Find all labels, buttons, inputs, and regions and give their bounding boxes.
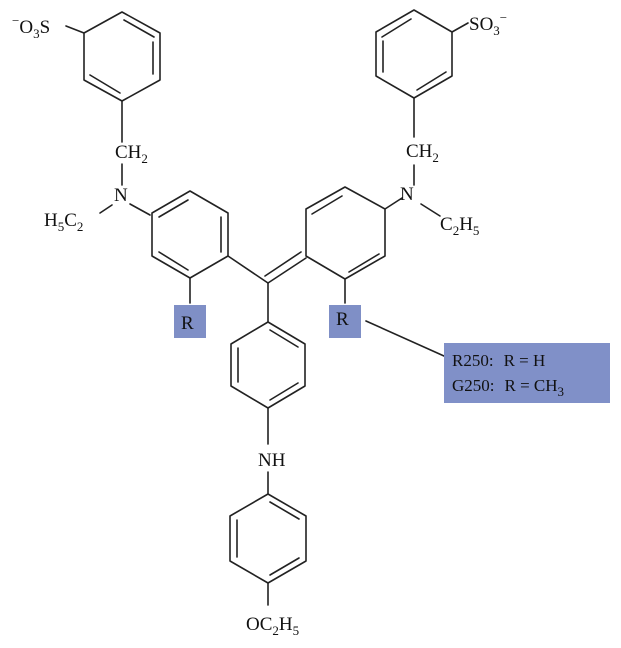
- ring-top-left: [83, 11, 161, 102]
- ethyl-label-left: H5C2: [44, 210, 83, 234]
- ring-top-right: [375, 9, 453, 99]
- ethyl-label-right: C2H5: [440, 214, 479, 238]
- ring-bottom-lower: [229, 493, 307, 584]
- bond-sulfonate-right: [451, 22, 469, 33]
- bond-n-ethyl-left: [99, 204, 113, 214]
- legend-line-r250: R250:R = H: [452, 351, 545, 370]
- sulfonate-label-right: SO3−: [469, 10, 507, 38]
- bond-ring-n-right: [384, 197, 403, 210]
- r-label-right: R: [336, 309, 349, 330]
- legend-line-g250: G250:R = CH3: [452, 376, 564, 399]
- bond-central-double: [264, 251, 302, 277]
- legend-box: R250:R = H G250:R = CH3: [444, 343, 610, 403]
- ring-left-center: [151, 190, 229, 279]
- n-label-left: N: [114, 185, 128, 206]
- n-label-right: N: [400, 184, 414, 205]
- bond-n-ring-left: [129, 203, 151, 216]
- nh-label: NH: [258, 450, 286, 471]
- ethoxy-label: OC2H5: [246, 614, 299, 638]
- bond-left-ring-central-c: [227, 255, 269, 284]
- ring-bottom-upper: [230, 321, 306, 409]
- r-highlight-left: [174, 305, 206, 338]
- bond-n-ethyl-right: [420, 203, 441, 217]
- ch2-label-right: CH2: [406, 141, 439, 165]
- r-label-left: R: [181, 313, 194, 334]
- sulfonate-label-left: −O3S: [12, 13, 50, 41]
- ring-right-center: [305, 186, 386, 280]
- ch2-label-left: CH2: [115, 142, 148, 166]
- bond-sulfonate-left: [65, 25, 85, 34]
- legend-leader-line: [365, 320, 445, 357]
- bond-central-c-right-ring: [267, 257, 307, 284]
- r-highlight-right: [329, 305, 361, 338]
